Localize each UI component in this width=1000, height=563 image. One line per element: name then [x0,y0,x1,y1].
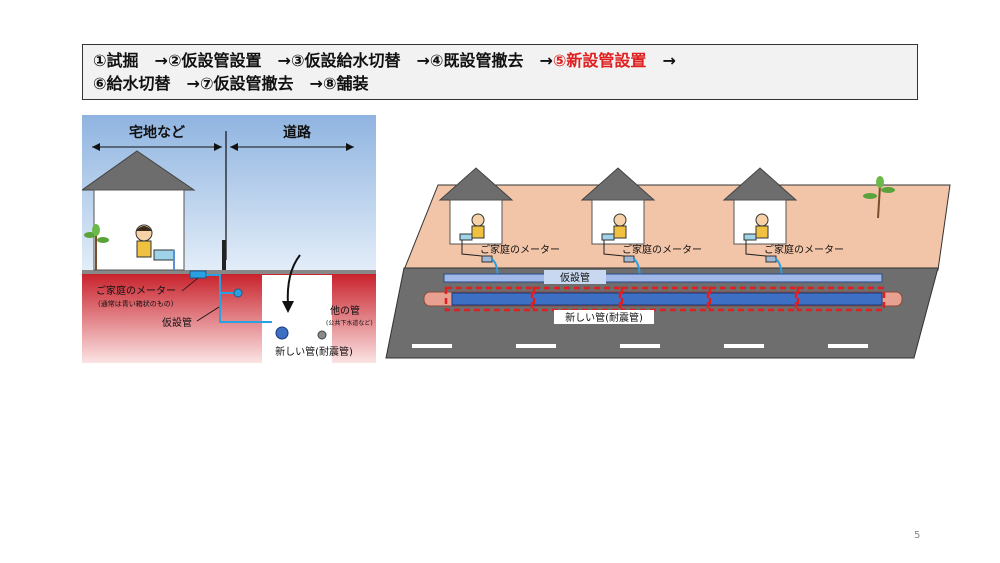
trench [262,275,332,363]
temporary-pipe-label: 仮設管 [162,316,192,329]
residential-arrow-left [92,143,100,151]
meter-label-2: ご家庭のメーター [622,243,702,256]
tree-leaf [97,237,109,243]
meter-label-1: ご家庭のメーター [480,243,560,256]
install-arrow [286,254,301,306]
step-2: ②仮設管設置 → [167,51,291,70]
plan-view-diagram: ご家庭のメーター ご家庭のメーター ご家庭のメーター 仮設管 新しい管(耐震管) [385,167,951,359]
steps-line-1: ①試掘 →②仮設管設置 →③仮設給水切替 →④既設管撤去 →⑤新設管設置 → [93,49,907,72]
new-pipe-label: 新しい管(耐震管) [275,345,353,358]
service-line-2 [603,240,625,257]
step-5-arrow: → [646,51,676,70]
step-5-current: ⑤新設管設置 [552,51,647,70]
road-arrow-left [230,143,238,151]
ground-surface [82,270,376,274]
new-pipe-label: 新しい管(耐震管) [565,311,643,324]
step-8: ⑧舗装 [322,74,369,93]
house-3 [722,167,798,245]
house-1 [438,167,514,245]
new-pipe-label-bg [554,310,654,324]
zone-residential-label: 宅地など [129,124,185,141]
other-pipe-cross-section [317,330,327,340]
temporary-pipe [219,293,272,323]
service-line-3 [745,240,767,257]
temp-pipe-leader-line [196,306,220,322]
lane-marking [412,344,452,348]
temp-pipe-label-bg [544,270,606,284]
step-4: ④既設管撤去 → [429,51,553,70]
temporary-pipe-label: 仮設管 [560,271,590,284]
new-pipe-segment [620,286,710,312]
step-7: ⑦仮設管撤去 → [199,74,323,93]
road-arrow-right [346,143,354,151]
new-pipe-cross-section [275,326,289,340]
step-1: ①試掘 → [93,51,168,70]
meter-box-3 [765,255,777,263]
meter-note: (通常は青い箱状のもの) [98,299,174,308]
step-6: ⑥給水切替 → [93,74,200,93]
meter-label-3: ご家庭のメーター [764,243,844,256]
meter-leader-line [181,277,199,292]
step-3: ③仮設給水切替 → [290,51,430,70]
temporary-pipe [443,273,883,283]
house-2 [580,167,656,245]
service-line-1 [461,240,483,257]
faucet-sink [153,249,175,261]
zone-road-label: 道路 [283,124,312,141]
meter-box-2 [623,255,635,263]
meter-label: ご家庭のメーター [96,284,176,297]
new-pipe [451,292,883,306]
tree-leaf [92,224,100,236]
residential-arrow-right [214,143,222,151]
boundary-pole [222,240,226,270]
cross-section-diagram: 宅地など 道路 ご家庭のメーター (通常は青い箱状のもの) 仮設管 他の管 (公… [82,115,376,363]
tree [863,176,895,219]
meter-box-1 [481,255,493,263]
lane-marking [828,344,868,348]
install-arrow-head [282,301,294,313]
other-pipe-label: 他の管 [330,304,360,317]
new-pipe-segment [796,286,886,312]
water-meter-box [189,270,207,279]
road [385,267,939,359]
person-body [136,240,152,258]
service-pipe [206,274,237,294]
lane-marking [620,344,660,348]
steps-line-2: ⑥給水切替 →⑦仮設管撤去 →⑧舗装 [93,72,907,95]
other-pipe-note: (公共下水道など) [326,319,373,327]
page-number: 5 [914,530,921,541]
person-hair [136,226,152,231]
old-main-cross-section [233,288,243,298]
lane-marking [724,344,764,348]
construction-steps-box: ①試掘 →②仮設管設置 →③仮設給水切替 →④既設管撤去 →⑤新設管設置 → ⑥… [82,44,918,100]
new-pipe-segment [444,286,534,312]
new-pipe-segment [708,286,798,312]
lane-marking [516,344,556,348]
